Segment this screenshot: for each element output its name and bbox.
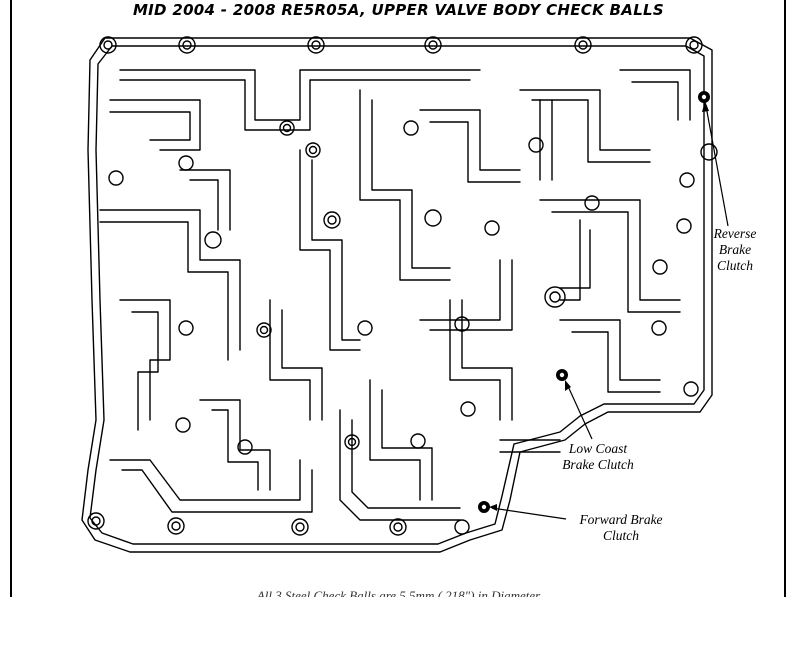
footnote: All 3 Steel Check Balls are 5.5mm (.218"… xyxy=(0,588,797,597)
leader-reverse xyxy=(705,105,729,227)
label-reverse-brake-clutch: Reverse Brake Clutch xyxy=(713,226,757,273)
arrowhead-forward xyxy=(489,504,497,511)
leader-low-coast xyxy=(566,383,593,440)
label-low-coast-brake-clutch: Low Coast Brake Clutch xyxy=(562,441,634,472)
fluid-channels xyxy=(99,69,691,521)
check-balls xyxy=(478,91,710,513)
bolt-holes xyxy=(87,36,718,536)
footnote-text: All 3 Steel Check Balls are 5.5mm (.218"… xyxy=(256,588,541,597)
arrowhead-low-coast xyxy=(565,380,571,391)
page-frame xyxy=(10,0,786,597)
leader-forward xyxy=(491,507,567,520)
leader-lines xyxy=(491,105,729,520)
plate-outline xyxy=(81,37,713,553)
arrowhead-reverse xyxy=(702,101,709,112)
label-forward-brake-clutch: Forward Brake Clutch xyxy=(579,512,663,543)
page-title: MID 2004 - 2008 RE5R05A, UPPER VALVE BOD… xyxy=(132,1,665,19)
arrow-heads xyxy=(489,101,709,511)
